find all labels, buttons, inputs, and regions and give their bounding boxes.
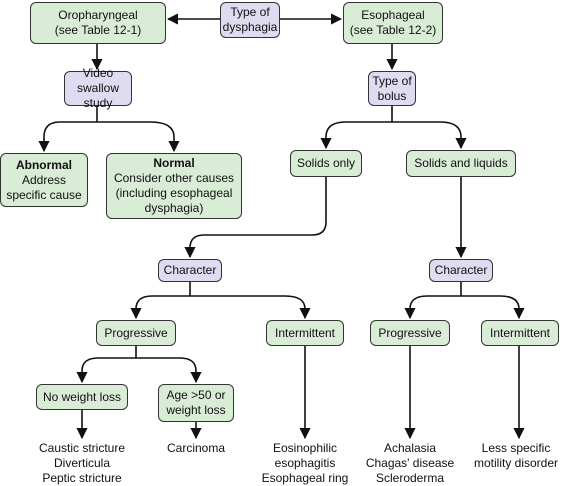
node-esophageal: Esophageal (see Table 12-2)	[343, 2, 443, 44]
node-video-swallow-study: Video swallow study	[64, 66, 132, 110]
node-video-swallow-line-2: study	[83, 96, 113, 110]
node-type-of-bolus-line-2: bolus	[377, 88, 407, 103]
node-video-swallow-line-1: Video swallow	[76, 66, 119, 95]
node-progressive-left: Progressive	[96, 320, 176, 346]
node-intermittent-left-label: Intermittent	[274, 325, 336, 340]
node-intermittent-right-label: Intermittent	[489, 325, 551, 340]
node-age-or-weight-loss: Age >50 or weight loss	[158, 384, 234, 422]
node-progressive-right-label: Progressive	[378, 325, 442, 340]
node-oropharyngeal: Oropharyngeal (see Table 12-1)	[30, 2, 166, 44]
outcome-less-specific-line-1: Less specific	[481, 441, 551, 455]
outcome-less-specific: Less specific motility disorder	[466, 441, 566, 471]
node-esophageal-line-1: Esophageal	[361, 8, 425, 22]
node-age-weight-line-2: weight loss	[166, 403, 226, 417]
node-abnormal-line-2: specific cause	[6, 187, 82, 202]
node-character-right-label: Character	[434, 263, 488, 277]
node-intermittent-left: Intermittent	[266, 320, 344, 346]
node-oropharyngeal-line-2: (see Table 12-1)	[54, 23, 142, 37]
node-esophageal-line-2: (see Table 12-2)	[349, 23, 437, 37]
node-type-of-bolus: Type of bolus	[368, 71, 416, 106]
outcome-eosinophilic-line-1: Eosinophilic	[272, 441, 338, 455]
node-no-weight-loss: No weight loss	[36, 384, 128, 410]
outcome-carcinoma: Carcinoma	[156, 441, 236, 456]
node-type-of-bolus-line-1: Type of	[372, 73, 412, 88]
node-abnormal-title: Abnormal	[15, 157, 72, 172]
node-abnormal-line-1: Address	[21, 172, 67, 187]
node-solids-and-liquids-label: Solids and liquids	[414, 156, 508, 170]
outcome-achalasia-line-3: Scleroderma	[375, 471, 445, 485]
node-normal-line-1: Consider other causes	[113, 171, 235, 185]
node-oropharyngeal-line-1: Oropharyngeal	[58, 8, 138, 22]
node-normal-title: Normal	[153, 156, 195, 170]
outcome-carcinoma-line-1: Carcinoma	[166, 441, 226, 455]
outcome-caustic-line-3: Peptic stricture	[42, 471, 122, 485]
node-no-weight-loss-label: No weight loss	[42, 389, 122, 404]
outcome-achalasia: Achalasia Chagas' disease Scleroderma	[358, 441, 462, 486]
node-progressive-right: Progressive	[370, 320, 450, 346]
outcome-achalasia-line-2: Chagas' disease	[365, 456, 455, 470]
node-normal-line-2: (including esophageal	[115, 186, 233, 200]
node-solids-and-liquids: Solids and liquids	[406, 150, 516, 177]
outcome-caustic-stricture: Caustic stricture Diverticula Peptic str…	[22, 441, 142, 486]
node-type-of-dysphagia: Type of dysphagia	[220, 2, 280, 38]
node-type-of-dysphagia-line-1: Type of	[230, 5, 270, 19]
node-age-weight-line-1: Age >50 or	[166, 388, 226, 402]
node-abnormal: Abnormal Address specific cause	[0, 153, 88, 207]
outcome-achalasia-line-1: Achalasia	[383, 441, 437, 455]
node-type-of-dysphagia-line-2: dysphagia	[222, 20, 278, 34]
node-character-left: Character	[158, 259, 222, 282]
node-solids-only: Solids only	[290, 150, 362, 177]
outcome-less-specific-line-2: motility disorder	[473, 456, 559, 470]
node-intermittent-right: Intermittent	[481, 320, 559, 346]
node-character-right: Character	[429, 259, 493, 282]
outcome-eosinophilic-line-3: Esophageal ring	[261, 471, 349, 485]
node-normal: Normal Consider other causes (including …	[106, 153, 242, 219]
outcome-caustic-line-2: Diverticula	[53, 456, 110, 470]
outcome-eosinophilic-line-2: esophagitis	[274, 456, 336, 470]
outcome-eosinophilic: Eosinophilic esophagitis Esophageal ring	[250, 441, 360, 486]
outcome-caustic-line-1: Caustic stricture	[38, 441, 126, 455]
node-solids-only-label: Solids only	[296, 156, 356, 170]
node-progressive-left-label: Progressive	[104, 325, 168, 340]
node-normal-line-3: dysphagia)	[144, 201, 204, 215]
node-character-left-label: Character	[163, 263, 217, 277]
